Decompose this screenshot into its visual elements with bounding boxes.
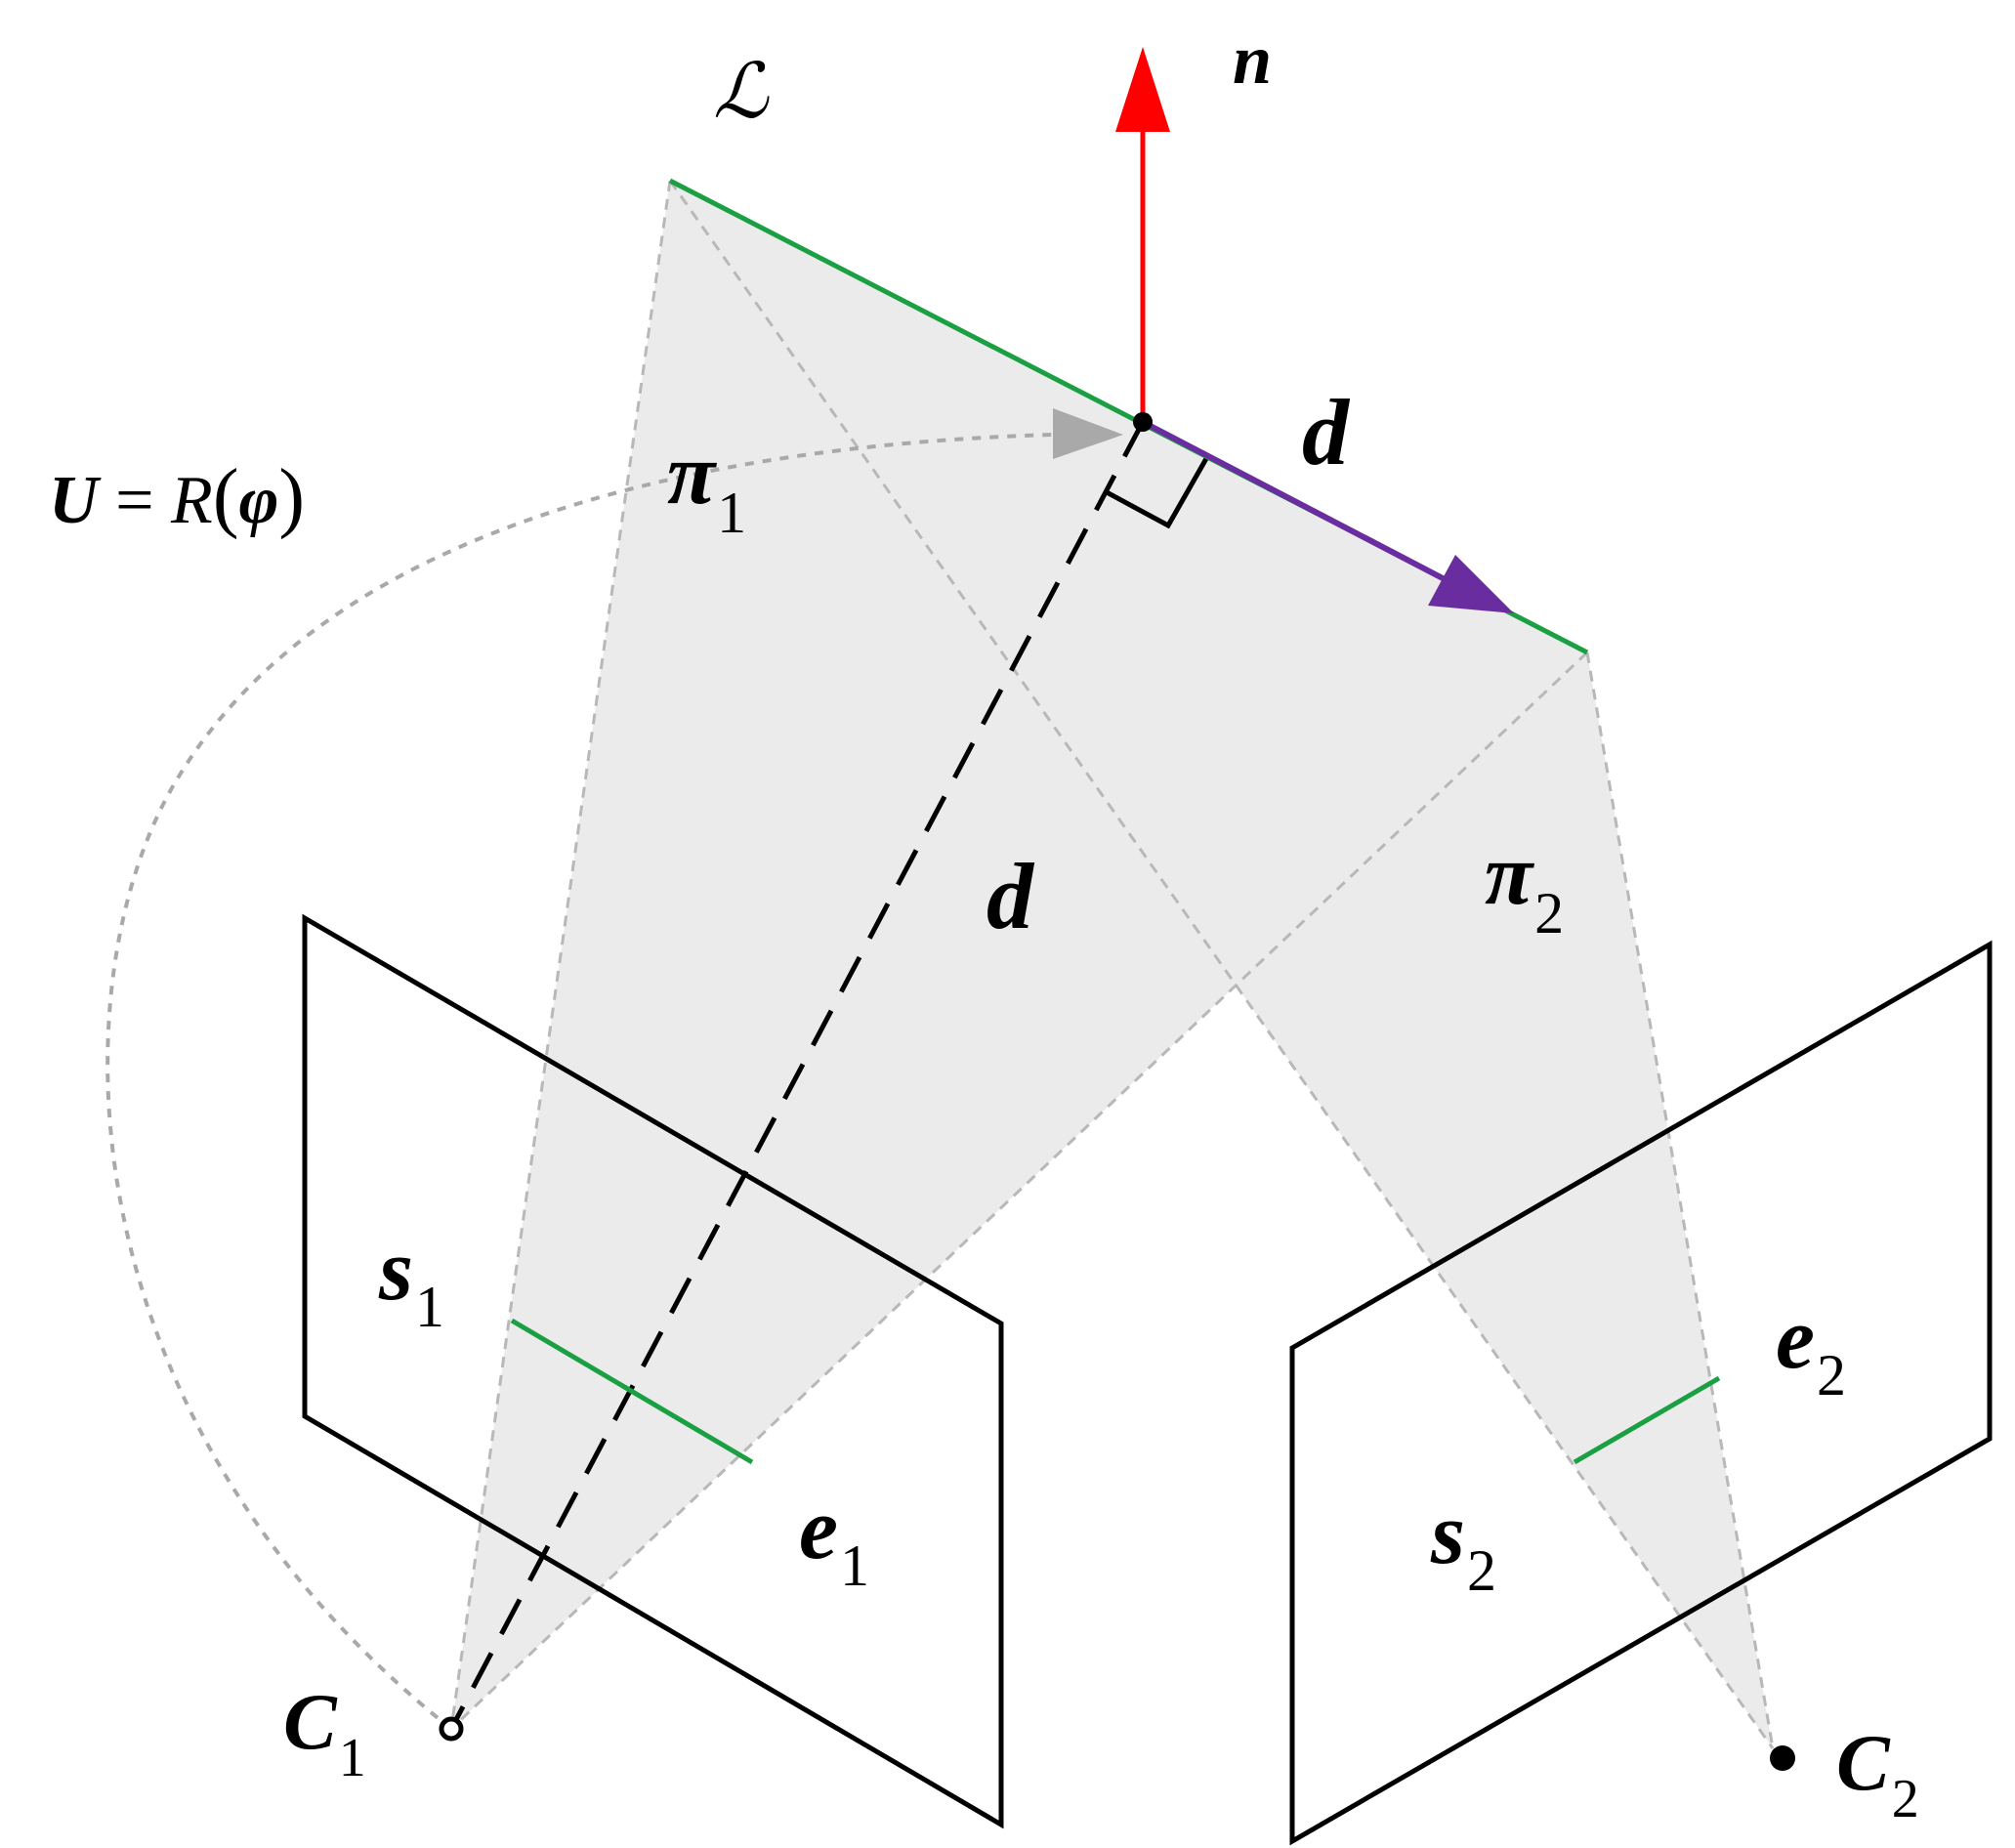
label-e2: e2 (1776, 1290, 1846, 1407)
camera-center-c2 (1770, 1745, 1795, 1771)
right-angle-marker (1105, 453, 1211, 529)
image-plane-2 (1289, 940, 1993, 1846)
ray-c2-to-line-start (668, 180, 1775, 1749)
label-line-L: ℒ (713, 49, 770, 134)
label-s2: s2 (1430, 1486, 1496, 1603)
label-plane-pi1: π1 (667, 426, 746, 545)
label-s1: s1 (378, 1222, 444, 1339)
label-e1: e1 (799, 1481, 869, 1598)
label-normal-n: n (1233, 21, 1272, 99)
camera-center-c1 (439, 1716, 464, 1742)
ray-c1-to-line-start (449, 180, 672, 1730)
construction-rays (449, 180, 1775, 1749)
label-plane-pi2: π2 (1485, 826, 1564, 945)
label-distance-d: d (987, 844, 1035, 948)
direction-vector-shaft (1141, 419, 1467, 593)
projection-e1 (510, 1318, 754, 1465)
label-c1: C1 (283, 1677, 366, 1788)
projection-e2 (1573, 1375, 1721, 1465)
normal-arrowhead (1115, 47, 1170, 132)
rotation-arc (105, 433, 1054, 1731)
perpendicular-distance-line (448, 420, 1146, 1731)
direction-arrowhead (1428, 555, 1514, 613)
foot-point (1133, 412, 1153, 432)
label-transform-U: U = R(φ) (49, 454, 305, 540)
rotation-arrowhead (1053, 408, 1123, 459)
label-c2: C2 (1836, 1718, 1919, 1829)
label-direction-d: d (1302, 380, 1351, 484)
image-plane-1 (302, 913, 1004, 1829)
ray-c1-to-line-end (449, 651, 1589, 1731)
